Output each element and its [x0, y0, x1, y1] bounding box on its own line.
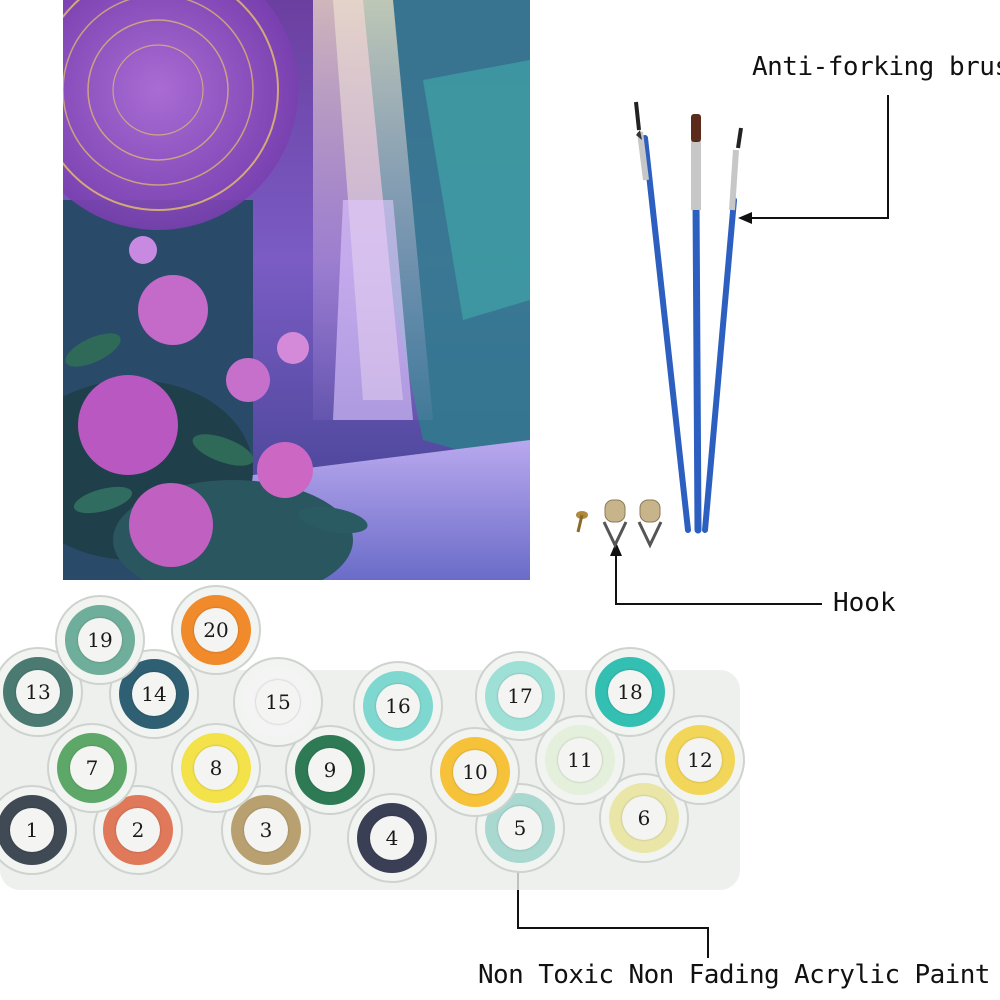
brushes-label: Anti-forking brushe: [752, 52, 1000, 82]
paint-pot-number: 2: [116, 808, 160, 852]
hook-callout-line: [615, 548, 822, 605]
painting-canvas-image: [63, 0, 530, 580]
paint-pot-number: 18: [608, 670, 652, 714]
tools-illustration: [576, 101, 743, 549]
paint-pot-number: 10: [453, 750, 497, 794]
paint-pot-number: 3: [244, 808, 288, 852]
paint-pot-number: 4: [370, 816, 414, 860]
brushes-arrowhead: [738, 212, 752, 224]
paint-pot-number: 9: [308, 748, 352, 792]
brushes-callout-line: [742, 95, 889, 219]
paint-pot-number: 14: [132, 672, 176, 716]
paint-pot-number: 8: [194, 746, 238, 790]
paint-pot-number: 7: [70, 746, 114, 790]
paint-label: Non Toxic Non Fading Acrylic Paint: [478, 960, 990, 990]
paint-brush: [634, 101, 691, 533]
hook-label: Hook: [833, 588, 896, 618]
paint-pot-number: 15: [256, 680, 300, 724]
paint-pot-number: 13: [16, 670, 60, 714]
hook-arrowhead: [610, 542, 622, 556]
forest-waterfall-painting: [63, 0, 530, 580]
paint-pot-number: 5: [498, 806, 542, 850]
paint-pot-number: 16: [376, 684, 420, 728]
paint-pot-number: 19: [78, 618, 122, 662]
paint-pot-number: 6: [622, 796, 666, 840]
paint-pot-number: 17: [498, 674, 542, 718]
paint-pot-number: 12: [678, 738, 722, 782]
sawtooth-hook: [637, 499, 663, 549]
paint-pot-19: [55, 595, 145, 685]
paint-brush: [691, 114, 702, 534]
paint-pot-number: 1: [10, 808, 54, 852]
screw: [576, 511, 588, 533]
sawtooth-hook: [602, 499, 628, 549]
paint-pot-number: 20: [194, 608, 238, 652]
paint-brush: [702, 127, 743, 533]
paint-pot-number: 11: [558, 738, 602, 782]
